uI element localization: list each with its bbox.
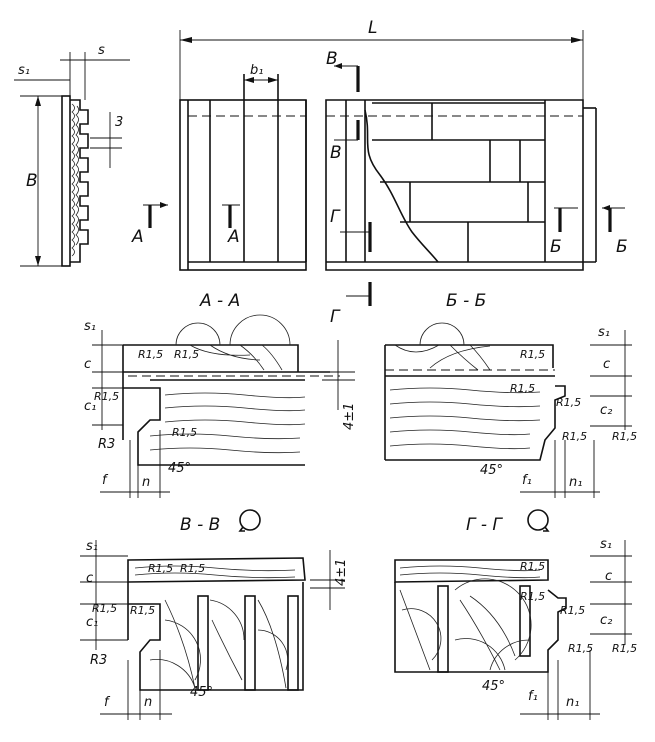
svg-text:A: A — [131, 227, 144, 247]
dim-L-label: L — [368, 18, 377, 38]
svg-text:В: В — [330, 143, 342, 163]
section-title-aa: A - A — [199, 291, 240, 311]
section-vv: s₁ c c₁ 4±1 R1,5 R1,5 R1,5 R1,5 R3 45° f… — [80, 539, 349, 720]
rotation-symbol — [527, 509, 549, 531]
svg-text:4±1: 4±1 — [342, 403, 357, 430]
cut-marker-Be: Б Б — [550, 205, 628, 257]
svg-text:n₁: n₁ — [569, 475, 582, 490]
svg-text:Г: Г — [330, 307, 341, 327]
svg-text:R3: R3 — [98, 437, 115, 452]
svg-text:R1,5: R1,5 — [138, 348, 163, 361]
svg-text:f₁: f₁ — [528, 689, 538, 704]
svg-text:R1,5: R1,5 — [612, 430, 637, 443]
svg-text:Г: Г — [330, 207, 341, 227]
svg-text:R1,5: R1,5 — [130, 604, 155, 617]
svg-text:c₂: c₂ — [600, 403, 612, 418]
section-title-gg: Г - Г — [466, 515, 503, 535]
svg-text:Б: Б — [550, 237, 562, 257]
front-view-left: b₁ — [179, 63, 307, 271]
svg-text:c: c — [84, 357, 91, 372]
cut-marker-A: A A — [131, 202, 240, 247]
front-view-right — [325, 99, 597, 271]
svg-text:R1,5: R1,5 — [520, 560, 545, 573]
svg-text:R1,5: R1,5 — [520, 590, 545, 603]
svg-text:R1,5: R1,5 — [612, 642, 637, 655]
dim-z-label: 3 — [115, 115, 123, 130]
svg-text:R3: R3 — [90, 653, 107, 668]
svg-text:R1,5: R1,5 — [94, 390, 119, 403]
svg-text:В: В — [326, 49, 338, 69]
svg-text:s₁: s₁ — [600, 537, 612, 552]
svg-text:R1,5: R1,5 — [568, 642, 593, 655]
cut-marker-G: Г Г — [330, 207, 372, 327]
svg-text:f₁: f₁ — [522, 473, 532, 488]
svg-text:R1,5: R1,5 — [148, 562, 173, 575]
section-aa: s₁ c c₁ 4±1 R1,5 R1,5 R1,5 R1,5 R3 45° f… — [84, 314, 357, 498]
svg-text:R1,5: R1,5 — [560, 604, 585, 617]
svg-text:R1,5: R1,5 — [180, 562, 205, 575]
section-bb: s₁ c c₂ R1,5 R1,5 R1,5 R1,5 R1,5 45° f₁ … — [384, 322, 637, 498]
svg-text:f: f — [102, 473, 109, 488]
svg-text:n₁: n₁ — [566, 695, 579, 710]
svg-text:R1,5: R1,5 — [172, 426, 197, 439]
svg-text:n: n — [142, 475, 150, 490]
svg-text:c₂: c₂ — [600, 613, 612, 628]
svg-text:c: c — [605, 569, 612, 584]
svg-text:Б: Б — [616, 237, 628, 257]
svg-text:s₁: s₁ — [598, 325, 610, 340]
dim-B-label: B — [26, 171, 38, 191]
length-dimension: L — [179, 18, 584, 105]
cut-marker-V: В В — [326, 49, 360, 163]
svg-text:R1,5: R1,5 — [562, 430, 587, 443]
dim-b1-label: b₁ — [250, 63, 263, 78]
section-title-vv: В - В — [180, 515, 220, 535]
svg-text:c₁: c₁ — [84, 399, 96, 414]
svg-text:A: A — [227, 227, 240, 247]
svg-text:n: n — [144, 695, 152, 710]
svg-text:s₁: s₁ — [84, 319, 96, 334]
profile-view: B s₁ s 3 — [14, 43, 130, 267]
svg-text:s₁: s₁ — [86, 539, 98, 554]
svg-text:f: f — [104, 695, 111, 710]
svg-text:R1,5: R1,5 — [174, 348, 199, 361]
svg-text:R1,5: R1,5 — [92, 602, 117, 615]
svg-text:c: c — [86, 571, 93, 586]
dim-s-label: s — [98, 43, 105, 58]
rotation-symbol — [239, 509, 261, 531]
dim-s1-label: s₁ — [18, 63, 30, 78]
svg-text:4±1: 4±1 — [334, 559, 349, 586]
svg-text:R1,5: R1,5 — [510, 382, 535, 395]
svg-text:45°: 45° — [190, 685, 213, 700]
svg-text:45°: 45° — [480, 463, 503, 478]
svg-text:45°: 45° — [482, 679, 505, 694]
svg-text:R1,5: R1,5 — [556, 396, 581, 409]
section-gg: s₁ c c₂ R1,5 R1,5 R1,5 R1,5 R1,5 45° f₁ … — [394, 537, 637, 720]
svg-text:R1,5: R1,5 — [520, 348, 545, 361]
svg-text:45°: 45° — [168, 461, 191, 476]
section-title-bb: Б - Б — [446, 291, 486, 311]
svg-text:c₁: c₁ — [86, 615, 98, 630]
svg-text:c: c — [603, 357, 610, 372]
